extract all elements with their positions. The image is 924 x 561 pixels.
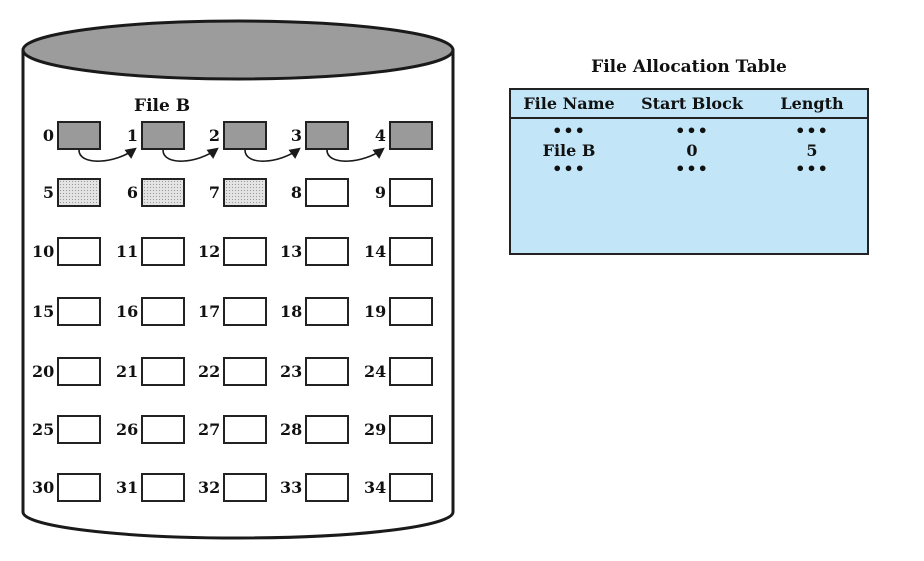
block-number-12: 12 bbox=[198, 242, 221, 261]
disk-block-27 bbox=[223, 415, 267, 444]
chain-arrow-3-4 bbox=[326, 147, 385, 162]
disk-block-19 bbox=[389, 297, 433, 326]
block-number-20: 20 bbox=[32, 362, 55, 381]
fat-cell: ••• bbox=[552, 159, 586, 178]
disk-block-25 bbox=[57, 415, 101, 444]
disk-block-33 bbox=[305, 473, 349, 502]
disk-block-8 bbox=[305, 178, 349, 207]
chain-arrow-0-1 bbox=[78, 147, 137, 162]
disk-block-1 bbox=[141, 121, 185, 150]
block-chain-arrows bbox=[78, 147, 385, 162]
fat-cell-start-block: 0 bbox=[686, 141, 698, 160]
fat-cell: ••• bbox=[552, 121, 586, 140]
block-number-8: 8 bbox=[290, 183, 302, 202]
disk-block-0 bbox=[57, 121, 101, 150]
block-number-30: 30 bbox=[32, 478, 55, 497]
block-number-34: 34 bbox=[364, 478, 387, 497]
disk-block-11 bbox=[141, 237, 185, 266]
disk-top bbox=[21, 19, 455, 81]
disk-block-9 bbox=[389, 178, 433, 207]
disk-block-5 bbox=[57, 178, 101, 207]
block-number-15: 15 bbox=[32, 302, 55, 321]
disk-block-14 bbox=[389, 237, 433, 266]
block-number-17: 17 bbox=[198, 302, 221, 321]
block-number-1: 1 bbox=[126, 126, 138, 145]
block-number-22: 22 bbox=[198, 362, 221, 381]
block-number-10: 10 bbox=[32, 242, 55, 261]
disk-block-3 bbox=[305, 121, 349, 150]
block-number-28: 28 bbox=[280, 420, 303, 439]
block-number-25: 25 bbox=[32, 420, 55, 439]
block-number-19: 19 bbox=[364, 302, 387, 321]
fat-row-ellipsis-top: ••• ••• ••• bbox=[511, 121, 867, 141]
block-number-33: 33 bbox=[280, 478, 303, 497]
disk-block-10 bbox=[57, 237, 101, 266]
fat-row-file-b: File B 0 5 bbox=[511, 141, 867, 163]
fat-cell: ••• bbox=[675, 121, 709, 140]
disk-block-13 bbox=[305, 237, 349, 266]
fat-header-file-name: File Name bbox=[523, 94, 615, 113]
fat-row-ellipsis-bottom: ••• ••• ••• bbox=[511, 159, 867, 179]
block-number-2: 2 bbox=[208, 126, 220, 145]
disk-block-20 bbox=[57, 357, 101, 386]
disk-block-12 bbox=[223, 237, 267, 266]
disk-block-24 bbox=[389, 357, 433, 386]
fat-cell-length: 5 bbox=[806, 141, 818, 160]
disk-block-30 bbox=[57, 473, 101, 502]
disk-block-16 bbox=[141, 297, 185, 326]
disk-block-17 bbox=[223, 297, 267, 326]
block-number-16: 16 bbox=[116, 302, 139, 321]
file-allocation-table: File Name Start Block Length ••• ••• •••… bbox=[509, 88, 869, 255]
block-number-3: 3 bbox=[290, 126, 302, 145]
disk-block-2 bbox=[223, 121, 267, 150]
block-number-7: 7 bbox=[208, 183, 220, 202]
block-number-6: 6 bbox=[126, 183, 138, 202]
block-number-24: 24 bbox=[364, 362, 387, 381]
fat-cell: ••• bbox=[795, 159, 829, 178]
disk-block-28 bbox=[305, 415, 349, 444]
disk-block-31 bbox=[141, 473, 185, 502]
fat-cell: ••• bbox=[795, 121, 829, 140]
file-b-label: File B bbox=[134, 96, 191, 116]
fat-header-row: File Name Start Block Length bbox=[511, 90, 867, 119]
block-number-31: 31 bbox=[116, 478, 139, 497]
disk-block-26 bbox=[141, 415, 185, 444]
disk-block-32 bbox=[223, 473, 267, 502]
block-number-32: 32 bbox=[198, 478, 221, 497]
block-number-18: 18 bbox=[280, 302, 303, 321]
disk-block-23 bbox=[305, 357, 349, 386]
fat-header-start-block: Start Block bbox=[641, 94, 743, 113]
fat-title: File Allocation Table bbox=[591, 57, 787, 77]
disk-block-22 bbox=[223, 357, 267, 386]
block-number-5: 5 bbox=[42, 183, 54, 202]
block-number-13: 13 bbox=[280, 242, 303, 261]
chain-arrow-2-3 bbox=[244, 147, 301, 162]
disk-block-21 bbox=[141, 357, 185, 386]
disk-block-6 bbox=[141, 178, 185, 207]
fat-cell-file-name: File B bbox=[542, 141, 596, 160]
disk-block-4 bbox=[389, 121, 433, 150]
disk-block-15 bbox=[57, 297, 101, 326]
disk-block-34 bbox=[389, 473, 433, 502]
block-number-14: 14 bbox=[364, 242, 387, 261]
block-number-21: 21 bbox=[116, 362, 139, 381]
block-number-0: 0 bbox=[42, 126, 54, 145]
block-number-9: 9 bbox=[374, 183, 386, 202]
block-number-4: 4 bbox=[374, 126, 386, 145]
block-number-23: 23 bbox=[280, 362, 303, 381]
fat-header-length: Length bbox=[780, 94, 844, 113]
block-number-29: 29 bbox=[364, 420, 387, 439]
disk-block-29 bbox=[389, 415, 433, 444]
block-number-26: 26 bbox=[116, 420, 139, 439]
block-number-27: 27 bbox=[198, 420, 221, 439]
disk-block-7 bbox=[223, 178, 267, 207]
block-number-11: 11 bbox=[116, 242, 139, 261]
fat-cell: ••• bbox=[675, 159, 709, 178]
chain-arrow-1-2 bbox=[162, 147, 219, 162]
disk-block-18 bbox=[305, 297, 349, 326]
